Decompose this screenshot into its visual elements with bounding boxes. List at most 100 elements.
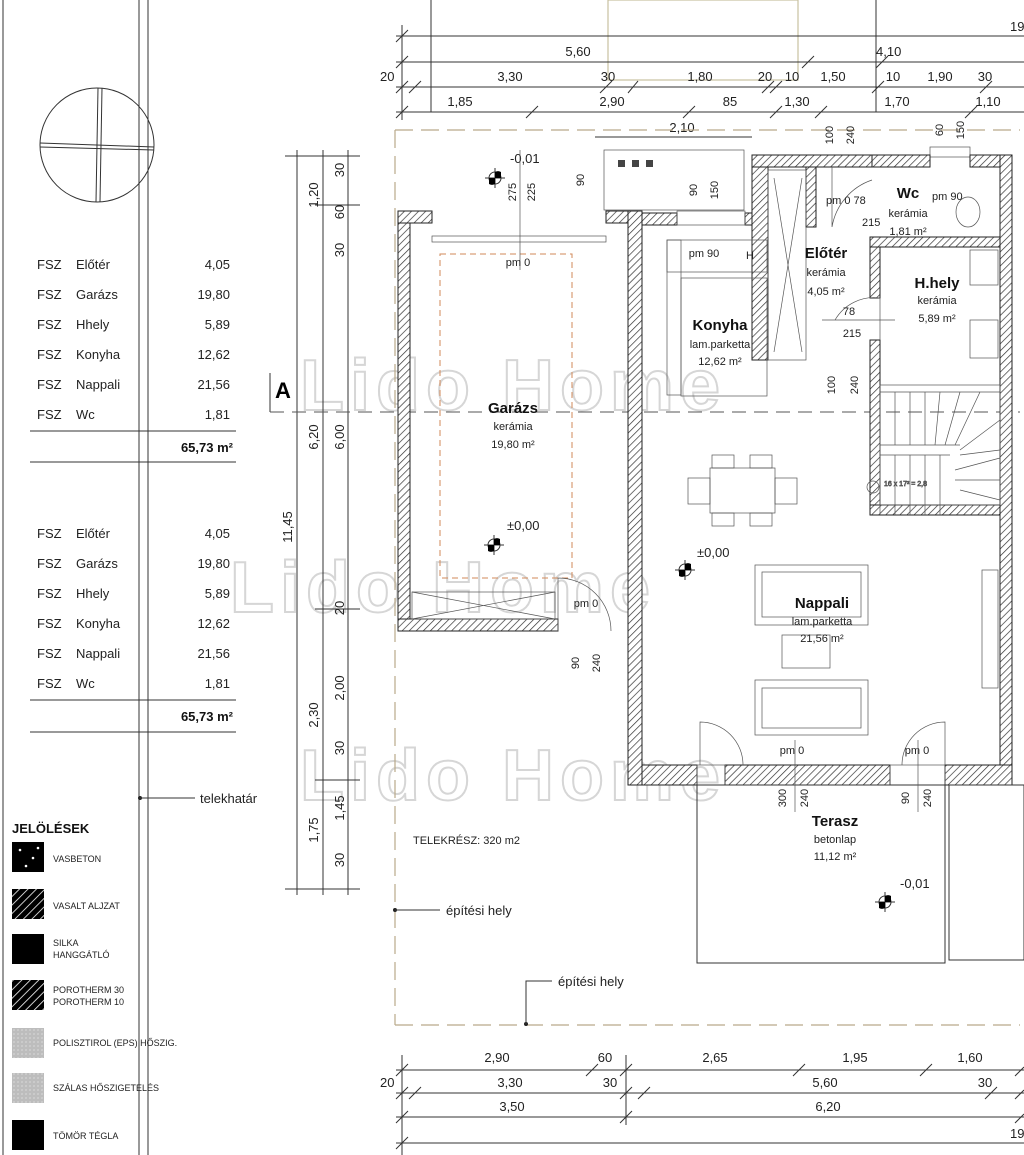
plan-shape <box>754 564 869 626</box>
plan-label: 2,30 <box>306 702 321 727</box>
plan-shape <box>618 160 653 167</box>
plan-shape <box>751 154 873 168</box>
plan-label: Wc <box>76 407 95 422</box>
plan-label: FSZ <box>37 616 62 631</box>
plan-label: 11,45 <box>280 511 295 543</box>
plan-label: kerámia <box>917 295 957 307</box>
plan-label: Előtér <box>76 526 111 541</box>
plan-label: Hhely <box>76 317 110 332</box>
plan-shape <box>871 154 931 168</box>
level-marker-icon <box>484 535 504 555</box>
plan-label: SZÁLAS HŐSZIGETELÉS <box>53 1083 159 1093</box>
building-envelope <box>394 129 1020 1026</box>
plan-shape <box>676 210 746 226</box>
plan-label: kerámia <box>493 421 533 433</box>
left-panel <box>2 0 155 1155</box>
plan-label: 19,80 <box>197 287 230 302</box>
plan-label: 1,90 <box>927 69 952 84</box>
plan-label: 1,45 <box>332 795 347 820</box>
plan-label: 100 <box>826 376 838 394</box>
plan-label: Garázs <box>488 400 538 417</box>
plan-label: 3,50 <box>499 1099 524 1114</box>
plan-label: pm 90 <box>932 191 963 203</box>
plan-shape <box>929 146 971 158</box>
plan-label: pm 90 <box>689 248 720 260</box>
plan-label: VASBETON <box>53 854 101 864</box>
plan-label: 30 <box>332 741 347 755</box>
plan-label: Konyha <box>692 317 748 334</box>
plan-label: 30 <box>601 69 615 84</box>
plan-shape <box>411 591 556 620</box>
plan-label: 1,85 <box>447 94 472 109</box>
plan-label: 90 <box>688 184 700 196</box>
level-marker-icon <box>675 560 695 580</box>
plan-label: telekhatár <box>200 791 258 806</box>
plan-label: 20 <box>758 69 772 84</box>
plan-label: 12,62 <box>197 347 230 362</box>
plan-label: TÖMÖR TÉGLA <box>53 1131 118 1141</box>
plan-label: 90 <box>575 174 587 186</box>
legend: JELÖLÉSEK VASBETON VASALT ALJZAT SILKA H… <box>12 821 177 1150</box>
plan-label: FSZ <box>37 317 62 332</box>
plan-label: 1,95 <box>842 1050 867 1065</box>
plan-label: 240 <box>922 789 934 807</box>
plan-shape <box>709 467 776 514</box>
plan-label: 2,65 <box>702 1050 727 1065</box>
plan-shape <box>607 0 799 81</box>
plan-label: Nappali <box>795 595 849 612</box>
plan-shape <box>901 721 946 766</box>
plan-label: 21,56 m² <box>800 633 844 645</box>
plan-label: Előtér <box>76 257 111 272</box>
plan-label: 30 <box>332 243 347 257</box>
plan-shape <box>724 764 891 786</box>
plan-shape <box>99 87 103 203</box>
plan-shape <box>866 480 880 494</box>
plan-label: 4,05 <box>205 526 230 541</box>
plan-label: 5,60 <box>812 1075 837 1090</box>
plan-label: 60 <box>332 205 347 219</box>
plan-label: 90 <box>900 792 912 804</box>
plan-shape <box>751 154 769 361</box>
area-total: 65,73 m² <box>181 709 234 724</box>
plan-label: 215 <box>862 217 880 229</box>
plan-label: FSZ <box>37 646 62 661</box>
plan-shape <box>641 212 678 226</box>
terrace-outline <box>696 784 946 964</box>
entrance-steps <box>603 149 745 211</box>
plan-label: 10 <box>886 69 900 84</box>
plan-label: Lido Home <box>230 548 656 628</box>
plan-shape <box>395 1063 1024 1150</box>
plan-label: FSZ <box>37 556 62 571</box>
plan-label: 1,81 m² <box>889 226 927 238</box>
plan-label: -0,01 <box>510 151 540 166</box>
plan-label: ±0,00 <box>697 545 729 560</box>
plan-label: 2,90 <box>484 1050 509 1065</box>
plan-label: H.hely <box>914 275 960 292</box>
plan-label: 10 <box>785 69 799 84</box>
plan-shape <box>489 171 501 185</box>
plan-label: 300 <box>777 789 789 807</box>
eps-swatch <box>12 1028 44 1058</box>
porotherm-swatch <box>12 980 44 1010</box>
dining-table <box>687 454 798 527</box>
plan-shape <box>869 504 1001 516</box>
bottom-dimensions: 2,90 60 2,65 1,95 1,60 20 3,30 30 5,60 3… <box>380 1050 1024 1155</box>
plan-shape <box>699 721 744 766</box>
plan-shape <box>767 169 807 361</box>
plan-shape <box>879 895 891 909</box>
plan-shape <box>39 87 155 203</box>
plan-label: Konyha <box>76 616 121 631</box>
plan-label: 2,90 <box>599 94 624 109</box>
plan-shape <box>679 563 691 577</box>
plan-label: 6,00 <box>332 424 347 449</box>
plan-label: 5,89 <box>205 586 230 601</box>
plan-shape <box>749 454 773 469</box>
plan-label: FSZ <box>37 347 62 362</box>
plan-label: pm 0 <box>905 745 929 757</box>
plan-shape <box>431 235 607 243</box>
plan-label: FSZ <box>37 287 62 302</box>
plan-label: 90 <box>570 657 582 669</box>
